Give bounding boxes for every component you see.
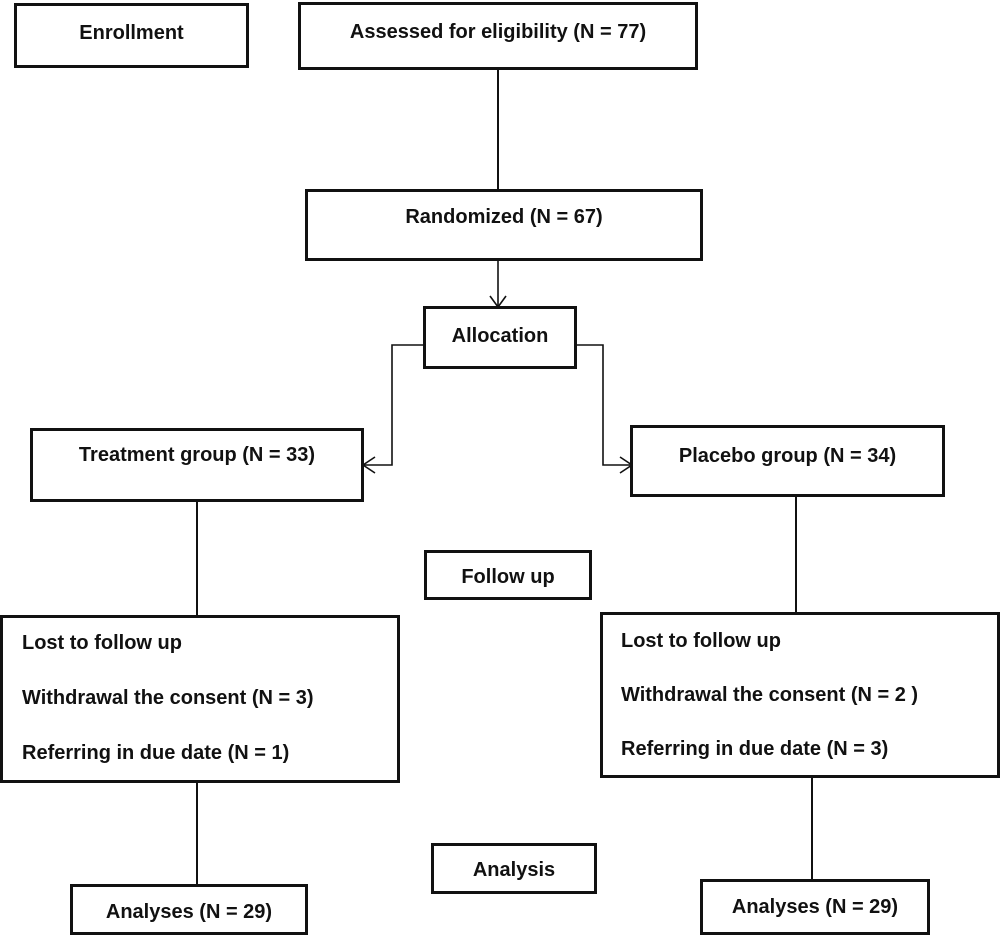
connector-treatment-lost <box>196 501 198 616</box>
placebo-lost-title: Lost to follow up <box>621 630 781 652</box>
treatment-withdrawal: Withdrawal the consent (N = 3) <box>22 687 314 709</box>
treatment-referring: Referring in due date (N = 1) <box>22 742 290 764</box>
allocation-label: Allocation <box>451 325 549 347</box>
placebo-referring: Referring in due date (N = 3) <box>621 738 889 760</box>
placebo-analyses-label: Analyses (N = 29) <box>731 896 899 918</box>
follow-up-label: Follow up <box>461 566 555 588</box>
enrollment-box: Enrollment <box>14 3 249 68</box>
treatment-analyses-box: Analyses (N = 29) <box>70 884 308 935</box>
treatment-analyses-label: Analyses (N = 29) <box>105 901 273 923</box>
connector-placebo-lost-analyses <box>811 776 813 880</box>
allocation-box: Allocation <box>423 306 577 369</box>
analysis-box: Analysis <box>431 843 597 894</box>
placebo-analyses-box: Analyses (N = 29) <box>700 879 930 935</box>
randomized-label: Randomized (N = 67) <box>405 206 603 228</box>
treatment-lost-title: Lost to follow up <box>22 632 182 654</box>
treatment-group-label: Treatment group (N = 33) <box>78 444 316 466</box>
placebo-group-box: Placebo group (N = 34) <box>630 425 945 497</box>
assessed-box: Assessed for eligibility (N = 77) <box>298 2 698 70</box>
treatment-group-box: Treatment group (N = 33) <box>30 428 364 502</box>
connector-placebo-lost <box>795 497 797 613</box>
connector-assessed-randomized <box>497 68 499 190</box>
assessed-label: Assessed for eligibility (N = 77) <box>349 21 647 43</box>
enrollment-label: Enrollment <box>79 22 184 44</box>
placebo-withdrawal: Withdrawal the consent (N = 2 ) <box>621 684 919 706</box>
arrow-allocation-placebo <box>576 344 631 466</box>
randomized-box: Randomized (N = 67) <box>305 189 703 261</box>
placebo-lost-box: Lost to follow up Withdrawal the consent… <box>600 612 1000 778</box>
analysis-label: Analysis <box>472 859 556 881</box>
connector-treatment-lost-analyses <box>196 781 198 886</box>
follow-up-box: Follow up <box>424 550 592 600</box>
placebo-group-label: Placebo group (N = 34) <box>678 445 897 467</box>
arrow-allocation-treatment <box>364 344 424 466</box>
treatment-lost-box: Lost to follow up Withdrawal the consent… <box>0 615 400 783</box>
